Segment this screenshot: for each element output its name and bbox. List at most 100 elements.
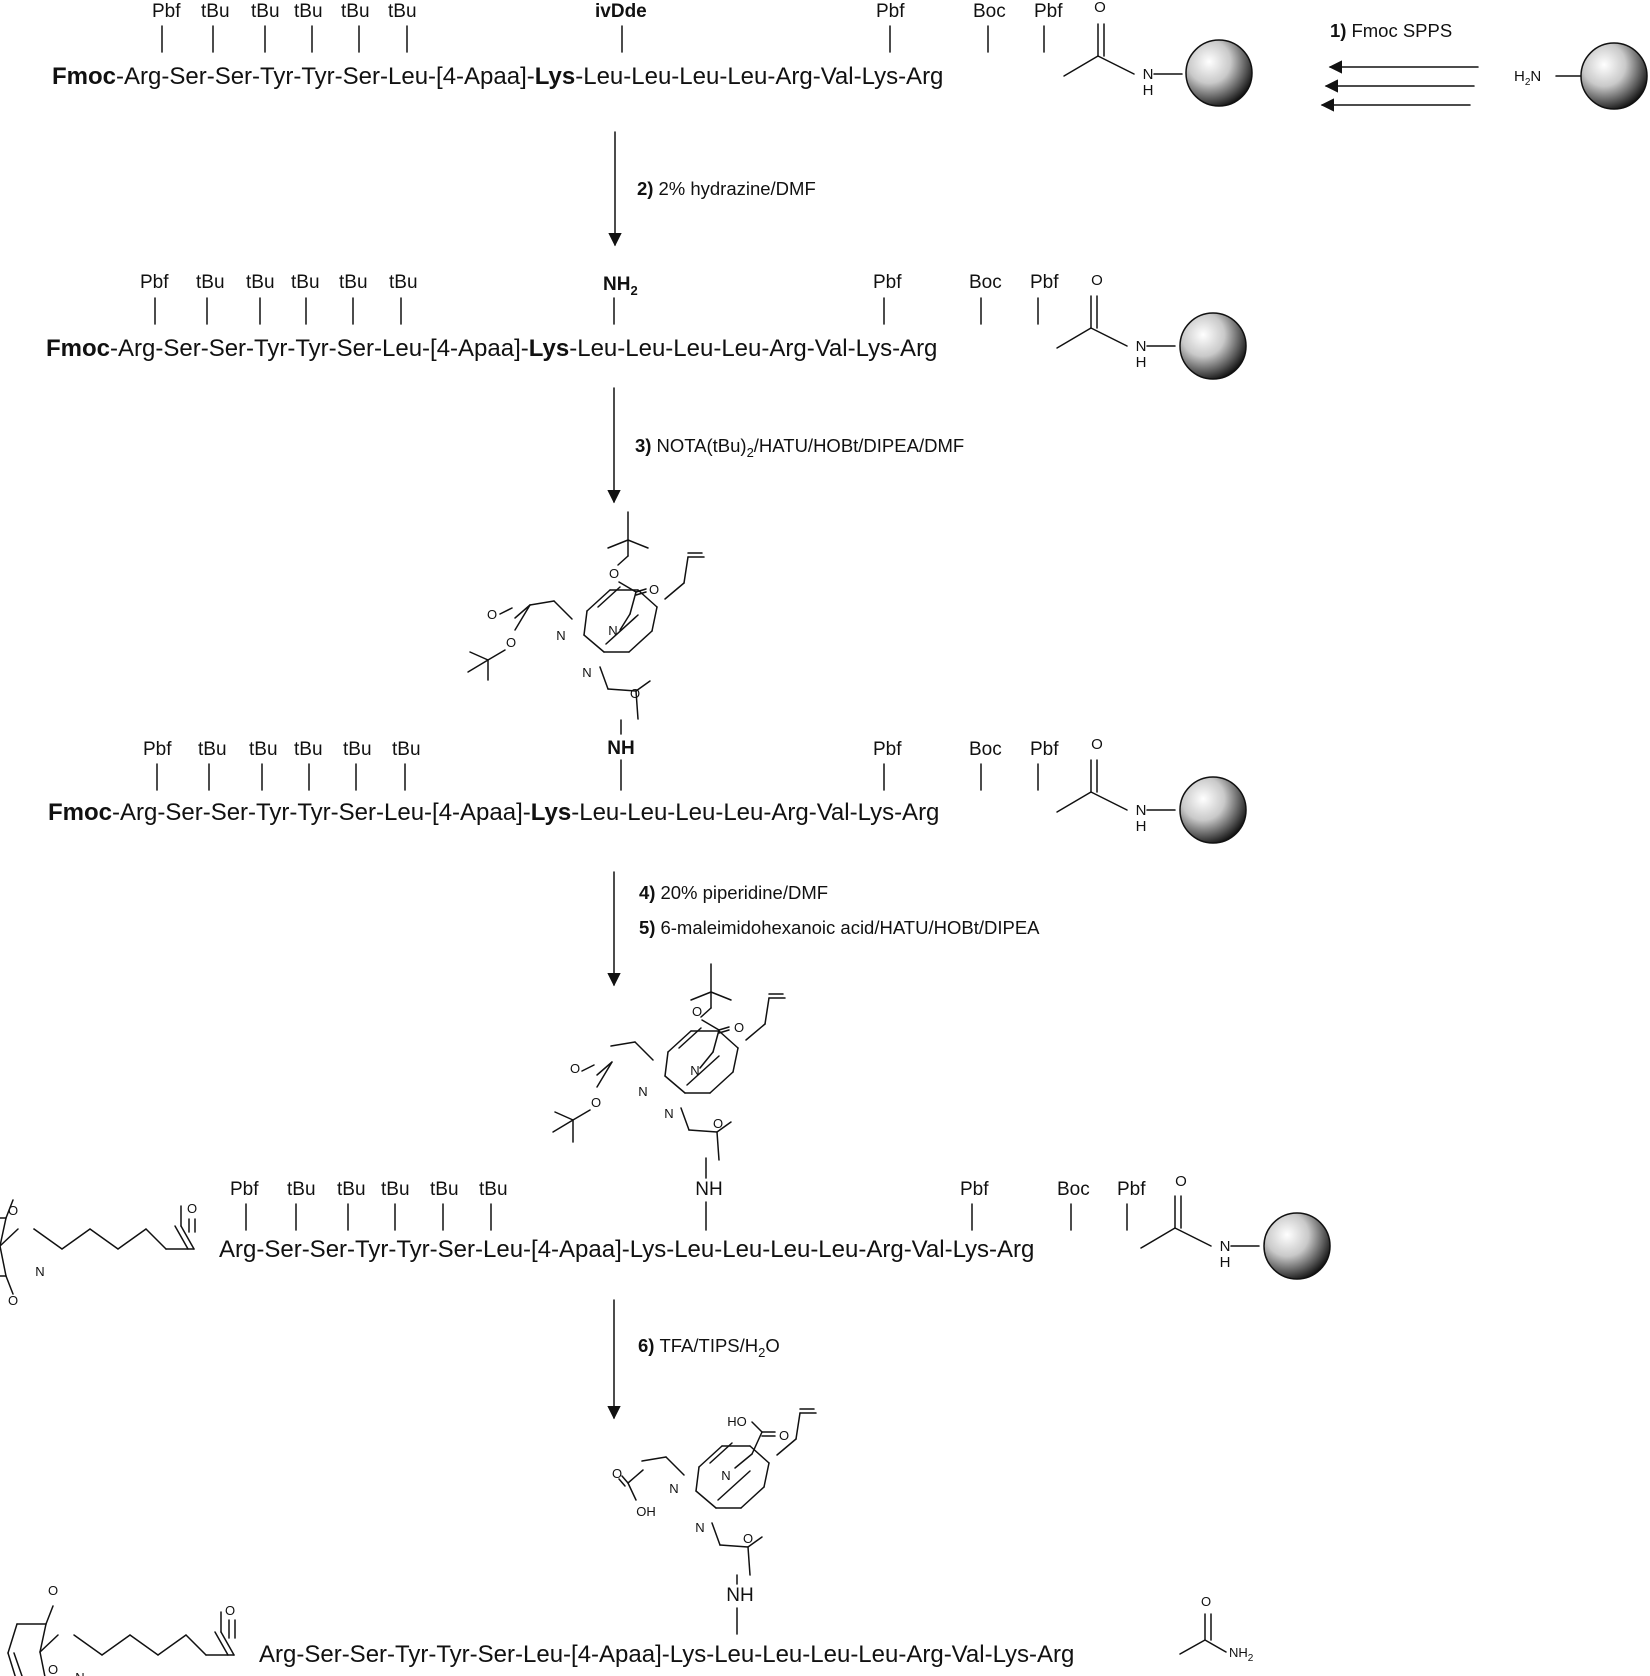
atom-n: N xyxy=(608,623,617,638)
step-3-label: 3)NOTA(tBu)2/HATU/HOBt/DIPEA/DMF xyxy=(635,435,964,460)
resin-bead xyxy=(1263,1212,1331,1280)
pg-pbf: Pbf xyxy=(960,1179,989,1200)
peptide-row-2: Pbf tBu tBu tBu tBu tBu NH2 Pbf Boc Pbf … xyxy=(46,272,1247,380)
atom-n: N xyxy=(35,1264,44,1279)
peptide-sequence: Fmoc-Arg-Ser-Ser-Tyr-Tyr-Ser-Leu-[4-Apaa… xyxy=(48,799,939,826)
atom-o: O xyxy=(1091,272,1103,289)
atom-n: N xyxy=(75,1670,84,1676)
atom-o: O xyxy=(649,582,659,597)
peptide-row-1: Pbf tBu tBu tBu tBu tBu ivDde Pbf Boc Pb… xyxy=(52,0,1253,107)
atom-o: O xyxy=(8,1203,18,1218)
pg-boc: Boc xyxy=(969,739,1002,760)
lys-label: Lys xyxy=(535,63,575,90)
step-2-label: 2)2% hydrazine/DMF xyxy=(637,178,816,199)
lys-label: Lys xyxy=(531,799,571,826)
peptide-sequence: Arg-Ser-Ser-Tyr-Tyr-Ser-Leu-[4-Apaa]-Lys… xyxy=(259,1641,1074,1668)
atom-o: O xyxy=(8,1293,18,1308)
peptide-sequence: Fmoc-Arg-Ser-Ser-Tyr-Tyr-Ser-Leu-[4-Apaa… xyxy=(46,335,937,362)
pg-tbu: tBu xyxy=(246,272,275,293)
pg-pbf: Pbf xyxy=(1117,1179,1146,1200)
nota-tbu-structure-1: O O N N N O O O NH xyxy=(467,511,705,759)
pg-tbu: tBu xyxy=(294,739,323,760)
atom-n: N xyxy=(721,1468,730,1483)
pg-pbf: Pbf xyxy=(140,272,169,293)
nota-tbu-structure-2: O O N N N O O O NH xyxy=(552,963,786,1200)
atom-n: N xyxy=(664,1106,673,1121)
pg-tbu: tBu xyxy=(198,739,227,760)
step-5-label: 5)6-maleimidohexanoic acid/HATU/HOBt/DIP… xyxy=(639,917,1040,938)
resin-bead xyxy=(1179,312,1247,380)
nota-acid-structure: HO O N N N O O OH NH xyxy=(612,1408,817,1606)
atom-o: O xyxy=(612,1466,622,1481)
atom-n: N xyxy=(669,1481,678,1496)
atom-o: O xyxy=(713,1116,723,1131)
atom-n: N xyxy=(690,1063,699,1078)
atom-n: N xyxy=(582,665,591,680)
atom-o: O xyxy=(1094,0,1106,16)
step-6: 6)TFA/TIPS/H2O xyxy=(607,1299,780,1420)
atom-n: N xyxy=(695,1520,704,1535)
pg-tbu: tBu xyxy=(341,1,370,22)
atom-h: H xyxy=(1136,354,1147,371)
pg-pbf: Pbf xyxy=(876,1,905,22)
pg-tbu: tBu xyxy=(343,739,372,760)
h2n-label: H2N xyxy=(1514,68,1541,88)
atom-o: O xyxy=(487,607,497,622)
pg-tbu: tBu xyxy=(339,272,368,293)
pg-tbu: tBu xyxy=(251,1,280,22)
atom-n: N xyxy=(1136,338,1147,355)
fmoc-label: Fmoc xyxy=(52,63,116,90)
resin-bead xyxy=(1185,39,1253,107)
atom-n: N xyxy=(638,1084,647,1099)
resin-bead xyxy=(1580,42,1648,110)
pg-tbu: tBu xyxy=(287,1179,316,1200)
resin-bead xyxy=(1179,776,1247,844)
pg-tbu: tBu xyxy=(249,739,278,760)
pg-pbf: Pbf xyxy=(873,272,902,293)
pg-boc: Boc xyxy=(1057,1179,1090,1200)
fmoc-label: Fmoc xyxy=(46,335,110,362)
pg-tbu: tBu xyxy=(389,272,418,293)
pg-tbu: tBu xyxy=(201,1,230,22)
step-1: 1)Fmoc SPPS H2N xyxy=(1320,20,1648,112)
atom-oh: OH xyxy=(636,1504,656,1519)
atom-n: N xyxy=(1220,1238,1231,1255)
lys-label: Lys xyxy=(529,335,569,362)
step-1-label: 1)Fmoc SPPS xyxy=(1330,20,1452,41)
peptide-row-4: Pbf tBu tBu tBu tBu tBu Pbf Boc Pbf N O … xyxy=(0,1173,1331,1308)
step-4-5: 4)20% piperidine/DMF 5)6-maleimidohexano… xyxy=(607,871,1040,987)
peptide-row-3: Pbf tBu tBu tBu tBu tBu Pbf Boc Pbf Fmoc… xyxy=(48,736,1247,844)
peptide-sequence: Fmoc-Arg-Ser-Ser-Tyr-Tyr-Ser-Leu-[4-Apaa… xyxy=(52,63,943,90)
atom-o: O xyxy=(187,1201,197,1216)
step-4-label: 4)20% piperidine/DMF xyxy=(639,882,828,903)
pg-pbf: Pbf xyxy=(1034,1,1063,22)
atom-o: O xyxy=(1175,1173,1187,1190)
atom-o: O xyxy=(779,1428,789,1443)
pg-tbu: tBu xyxy=(388,1,417,22)
atom-o: O xyxy=(225,1603,235,1618)
atom-o: O xyxy=(1091,736,1103,753)
atom-h: H xyxy=(1143,82,1154,99)
pg-tbu: tBu xyxy=(294,1,323,22)
pg-pbf: Pbf xyxy=(1030,739,1059,760)
pg-labels-row-1: Pbf tBu tBu tBu tBu tBu ivDde Pbf Boc Pb… xyxy=(152,1,1063,22)
atom-nh: NH xyxy=(726,1585,753,1606)
pg-tbu: tBu xyxy=(430,1179,459,1200)
pg-pbf: Pbf xyxy=(152,1,181,22)
atom-nh: NH xyxy=(695,1179,722,1200)
pg-ivdde: ivDde xyxy=(595,1,647,22)
atom-o: O xyxy=(48,1583,58,1598)
step-2: 2)2% hydrazine/DMF xyxy=(608,131,816,247)
pg-tbu: tBu xyxy=(381,1179,410,1200)
fmoc-label: Fmoc xyxy=(48,799,112,826)
atom-o: O xyxy=(48,1662,58,1676)
amide-nh2: NH2 xyxy=(1229,1645,1254,1664)
atom-o: O xyxy=(630,686,640,701)
atom-n: N xyxy=(1143,66,1154,83)
atom-o: O xyxy=(734,1020,744,1035)
pg-tbu: tBu xyxy=(291,272,320,293)
step-6-label: 6)TFA/TIPS/H2O xyxy=(638,1335,780,1360)
atom-h: H xyxy=(1220,1254,1231,1271)
pg-pbf: Pbf xyxy=(873,739,902,760)
